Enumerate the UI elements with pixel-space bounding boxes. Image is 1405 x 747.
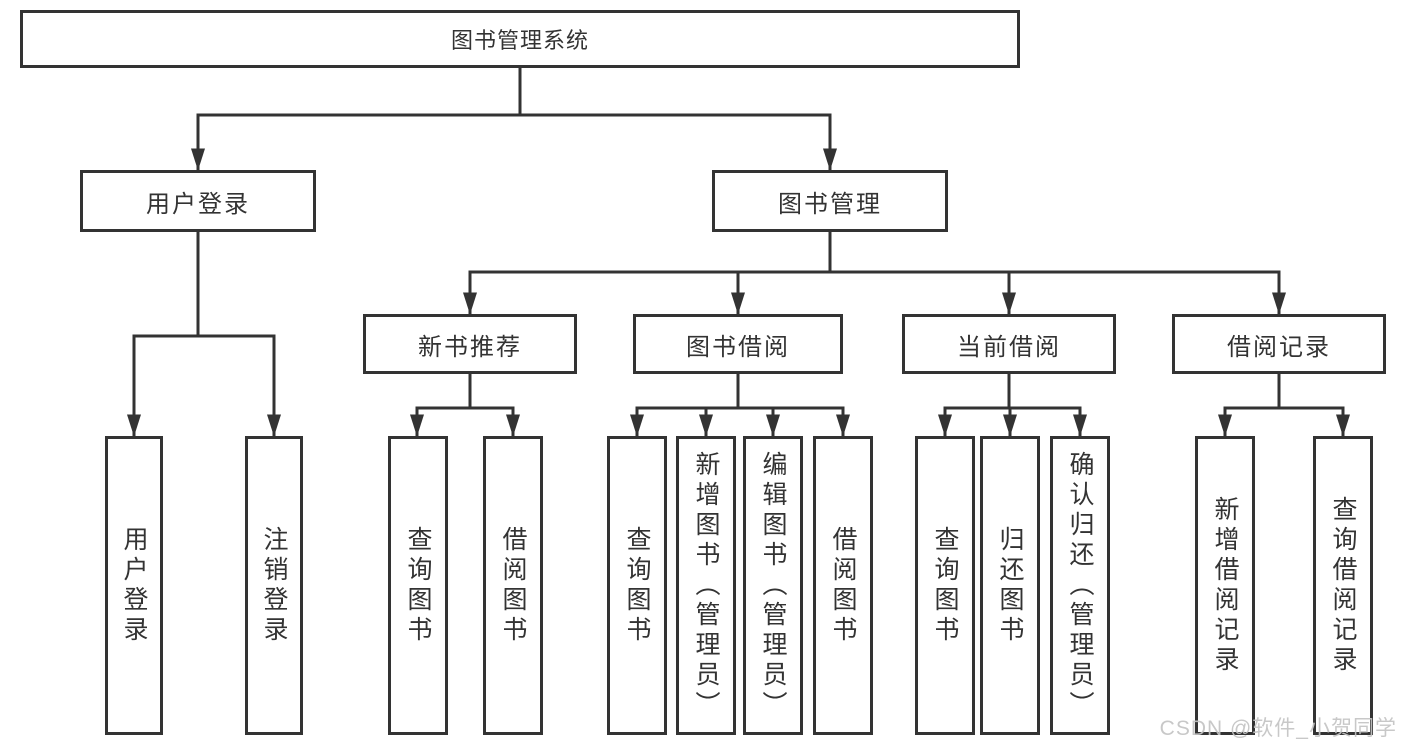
- leaf-query-books-current: 查询图书: [915, 436, 975, 735]
- connector-current-borrow-to-leaves: [938, 372, 1087, 438]
- csdn-watermark: CSDN @软件_小贺同学: [1159, 717, 1397, 740]
- node-borrow-records: 借阅记录: [1172, 314, 1386, 374]
- leaf-query-borrow-record: 查询借阅记录: [1313, 436, 1373, 735]
- node-new-book-recommend: 新书推荐: [363, 314, 577, 374]
- connector-book-management-to-level3: [463, 230, 1286, 316]
- connector-root-to-level2: [191, 66, 837, 172]
- leaf-logout-login: 注销登录: [245, 436, 303, 735]
- leaf-borrow-books-borrow: 借阅图书: [813, 436, 873, 735]
- connector-user-login-to-leaves: [127, 230, 281, 438]
- connector-new-book-recommend-to-leaves: [410, 372, 520, 438]
- leaf-borrow-books-newbook: 借阅图书: [483, 436, 543, 735]
- leaf-query-books-borrow: 查询图书: [607, 436, 667, 735]
- leaf-confirm-return-admin: 确认归还（管理员）: [1050, 436, 1110, 735]
- leaf-edit-books-admin: 编辑图书（管理员）: [743, 436, 803, 735]
- leaf-return-books: 归还图书: [980, 436, 1040, 735]
- connector-borrow-records-to-leaves: [1218, 372, 1350, 438]
- leaf-query-books-newbook: 查询图书: [388, 436, 448, 735]
- node-book-borrow: 图书借阅: [633, 314, 843, 374]
- leaf-add-books-admin: 新增图书（管理员）: [676, 436, 736, 735]
- connector-book-borrow-to-leaves: [630, 372, 850, 438]
- leaf-add-borrow-record: 新增借阅记录: [1195, 436, 1255, 735]
- node-book-management: 图书管理: [712, 170, 948, 232]
- node-root-system: 图书管理系统: [20, 10, 1020, 68]
- node-current-borrow: 当前借阅: [902, 314, 1116, 374]
- leaf-user-login: 用户登录: [105, 436, 163, 735]
- node-user-login: 用户登录: [80, 170, 316, 232]
